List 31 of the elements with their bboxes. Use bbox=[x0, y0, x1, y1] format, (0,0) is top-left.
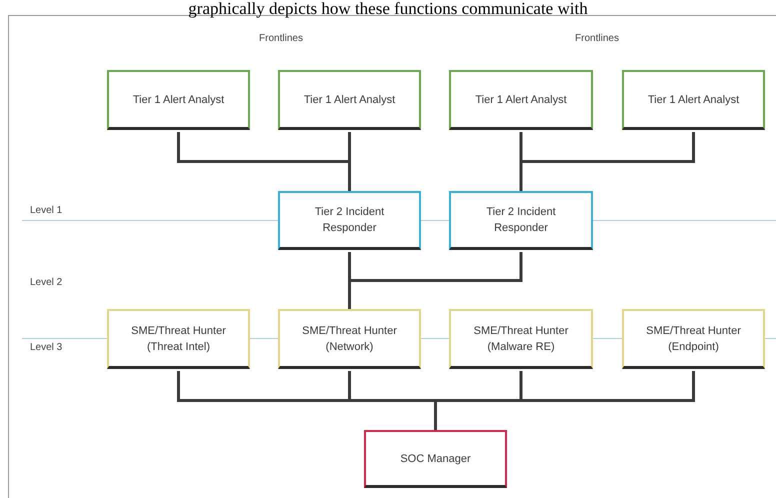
role-title: Tier 1 Alert Analyst bbox=[304, 92, 396, 108]
role-box bbox=[449, 70, 593, 130]
role-title: Tier 2 Incident Responder bbox=[485, 205, 557, 236]
role-box bbox=[449, 309, 593, 369]
role-box bbox=[107, 70, 250, 130]
role-title: SME/Threat Hunter (Malware RE) bbox=[472, 324, 570, 354]
role-title: SME/Threat Hunter (Endpoint) bbox=[645, 324, 742, 354]
role-box bbox=[107, 309, 250, 369]
role-title: SME/Threat Hunter (Threat Intel) bbox=[130, 324, 227, 354]
role-title: Tier 1 Alert Analyst bbox=[648, 92, 740, 108]
level-label: Level 2 bbox=[30, 276, 64, 290]
role-title: Tier 1 Alert Analyst bbox=[475, 92, 567, 108]
group-label: Frontlines bbox=[574, 32, 620, 46]
role-box bbox=[622, 70, 765, 130]
connector-line bbox=[434, 371, 695, 430]
role-box bbox=[364, 430, 507, 488]
connector-line bbox=[520, 132, 695, 191]
level-label: Level 1 bbox=[30, 204, 64, 218]
group-label: Frontlines bbox=[258, 32, 304, 46]
level-label: Level 3 bbox=[30, 341, 64, 355]
role-title: SOC Manager bbox=[400, 452, 471, 466]
role-title: Tier 2 Incident Responder bbox=[314, 205, 386, 236]
connector-line bbox=[348, 252, 522, 309]
role-box bbox=[278, 191, 421, 250]
caption-text: graphically depicts how these functions communicate with bbox=[187, 0, 589, 18]
role-box bbox=[278, 70, 421, 130]
role-title: SME/Threat Hunter (Network) bbox=[301, 324, 398, 354]
role-box bbox=[278, 309, 421, 369]
role-title: Tier 1 Alert Analyst bbox=[132, 92, 224, 108]
role-box bbox=[449, 191, 593, 250]
role-box bbox=[622, 309, 765, 369]
